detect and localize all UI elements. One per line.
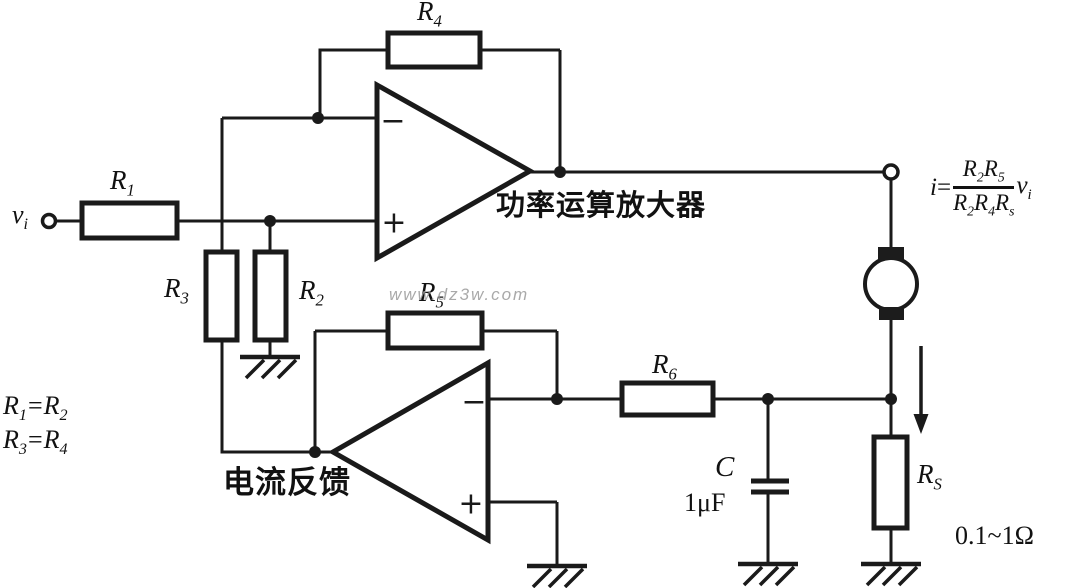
formula-denominator: R2 R4 Rs (953, 190, 1015, 220)
capacitor-value-label: 1μF (684, 488, 726, 517)
junction-dot (309, 446, 321, 458)
opamp1-name-label: 功率运算放大器 (496, 190, 707, 222)
formula-numerator: R2 R5 (962, 156, 1005, 185)
rs-range-label: 0.1~1Ω (955, 521, 1034, 550)
current-arrow (913, 346, 929, 434)
resistor-rs-body (871, 434, 910, 531)
opamp1-noninverting-input-sign: + (381, 206, 406, 241)
junction-dot (762, 393, 774, 405)
output-current-formula: i= R2 R5 R2 R4 Rs vi (930, 156, 1032, 220)
opamp2-noninverting-input-sign: + (458, 487, 483, 522)
resistor-r5-label: R5 (419, 277, 444, 312)
watermark: www.dz3w.com (389, 285, 530, 304)
motor-brush-top (878, 247, 904, 260)
capacitor-c (751, 478, 789, 495)
equation-r3-equals-r4: R3=R4 (3, 425, 68, 459)
motor (863, 247, 919, 320)
opamp2-inverting-input-sign: − (461, 385, 486, 420)
junction-dot (554, 166, 566, 178)
formula-rhs: vi (1016, 171, 1032, 203)
capacitor-name-label: C (715, 451, 735, 483)
resistor-r5-body (385, 310, 485, 351)
formula-fraction: R2 R5 R2 R4 Rs (953, 156, 1015, 220)
resistor-r3-label: R3 (164, 273, 189, 308)
resistor-r3-body (203, 249, 240, 343)
resistor-r2-body (252, 249, 289, 343)
motor-brush-bottom (879, 307, 904, 320)
ground-symbol-rs (861, 561, 921, 587)
opamp1-inverting-input-sign: − (380, 104, 405, 139)
resistor-r1-body (79, 200, 180, 241)
junction-dot (551, 393, 563, 405)
junction-dot (885, 393, 897, 405)
opamp-feedback-triangle (327, 358, 491, 545)
ground-symbol-r2 (240, 354, 300, 380)
input-terminal (40, 212, 58, 230)
resistor-r6-body (619, 380, 716, 418)
resistor-r4-body (385, 30, 483, 70)
equation-r1-equals-r2: R1=R2 (3, 391, 68, 425)
opamp2-name-label: 电流反馈 (223, 465, 351, 500)
ground-symbol-opamp2 (527, 563, 587, 588)
junction-dot (264, 215, 276, 227)
opamp-power-triangle (374, 80, 536, 263)
resistor-r6-label: R6 (652, 349, 677, 384)
resistor-r4-label: R4 (417, 0, 442, 31)
output-terminal (882, 163, 900, 181)
fraction-bar (953, 186, 1015, 190)
junction-dot (312, 112, 324, 124)
ground-symbol-capacitor (738, 561, 798, 587)
resistor-r2-label: R2 (299, 275, 324, 310)
resistor-r1-label: R1 (110, 165, 135, 200)
input-voltage-label: vi (12, 200, 29, 234)
wires (55, 48, 893, 566)
formula-lhs: i= (930, 173, 952, 201)
resistor-rs-label: RS (917, 459, 942, 494)
